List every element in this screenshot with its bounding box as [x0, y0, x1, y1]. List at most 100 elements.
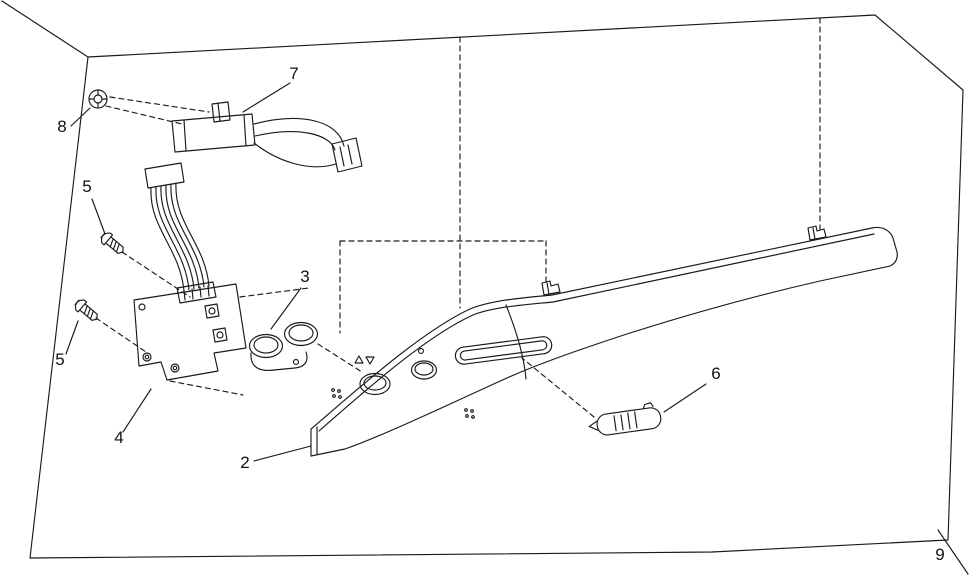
part-label-2: 2 [240, 453, 249, 472]
ribbon-wire-5 [170, 183, 205, 288]
pcb-component-1 [204, 303, 220, 319]
panel-outline [310, 226, 898, 457]
button-pair-part-3 [248, 321, 319, 371]
ribbon-wire-6 [175, 182, 210, 287]
leader-3 [270, 287, 302, 330]
cable-strand-2 [254, 131, 336, 151]
leader-7 [242, 82, 291, 113]
panel-tab-right-line [812, 227, 816, 240]
dashed-line-slider-to-slot [521, 357, 595, 418]
pcb-component-2-hole [216, 331, 224, 339]
screw5b-head [74, 299, 88, 313]
slider-button-part-6 [588, 402, 662, 436]
cable-end-hatch-1 [339, 146, 345, 167]
cable-end-connector [331, 137, 363, 173]
screw5a-threads [109, 238, 120, 253]
screw5a-head [100, 232, 114, 246]
ribbon-top-connector [144, 162, 185, 189]
cable-clip [211, 101, 231, 123]
panel-dot-cluster-1 [331, 388, 342, 399]
panel-slot-inner [459, 340, 548, 361]
connector-block [171, 113, 256, 153]
dashed-line-screw8-lower [105, 105, 183, 125]
part-label-3: 3 [300, 267, 309, 286]
up-arrow-icon [354, 355, 364, 364]
pcb-component-2 [212, 327, 228, 343]
leader-4 [122, 388, 152, 433]
slider-body [596, 407, 662, 436]
button3-right-outer [283, 321, 319, 347]
screw8-head-inner [93, 94, 103, 104]
panel-button-2-outer [410, 360, 438, 380]
ribbon-wire-4 [165, 184, 200, 289]
power-dot-icon [417, 347, 425, 355]
screw-part-5a [100, 232, 124, 254]
part-label-6: 6 [711, 364, 720, 383]
cable-clip-line [217, 102, 221, 122]
screw5b-tip [91, 313, 98, 321]
panel-button-1-outer [359, 372, 391, 396]
dashed-line-screw8-upper [109, 96, 210, 113]
ribbon-wire-1 [150, 187, 185, 292]
dashed-line-screw5a [121, 251, 191, 298]
cable-strand-1 [253, 118, 345, 147]
label-leader-lines [65, 82, 707, 462]
pcb-mount-hole-a [142, 352, 152, 362]
dashed-line-board-lower [169, 380, 244, 396]
connector-block-line-left [183, 119, 187, 152]
button3-left-inner [253, 336, 279, 354]
pcb-part-4 [133, 281, 247, 381]
connector-block-line-right [243, 114, 247, 147]
slider-top-notch [642, 402, 654, 410]
part-label-8: 8 [57, 117, 66, 136]
leader-5a [91, 198, 106, 235]
screw5b-slot [74, 299, 80, 306]
leader-5b [65, 320, 79, 355]
button3-right-inner [288, 324, 314, 342]
panel-tab-right [807, 225, 827, 241]
screw-part-5b [74, 299, 98, 321]
screw8-cross-slots [88, 89, 108, 109]
part-label-5b: 5 [55, 350, 64, 369]
button3-bracket [250, 351, 308, 371]
screw5a-tip [117, 246, 124, 254]
ribbon-cable [144, 162, 210, 292]
button3-left-outer [248, 333, 284, 359]
panel-slot-outer [454, 336, 553, 365]
panel-crease [505, 304, 527, 380]
pcb-connector-ticks [183, 285, 210, 301]
pcb-mount-hole-b [170, 363, 180, 373]
pcb-mount-hole-b-inner [172, 365, 178, 371]
pcb-component-1-hole [208, 307, 216, 315]
part-label-9: 9 [935, 545, 944, 564]
cable-end-hatch-2 [347, 144, 353, 165]
screw5b-threads [83, 305, 94, 320]
enclosure-corner-extension-bottomright [937, 529, 969, 575]
cable-strand-3 [253, 142, 337, 168]
leader-6 [663, 383, 707, 413]
panel-fold-line [318, 233, 875, 432]
panel-tab-left-line [546, 282, 550, 295]
enclosure-body [29, 14, 964, 559]
leader-2 [253, 445, 312, 462]
panel-button-2-inner [414, 362, 434, 376]
ribbon-wire-2 [155, 186, 190, 291]
screw-part-8 [88, 89, 108, 109]
leader-8 [70, 107, 91, 127]
pcb-connector [176, 281, 217, 304]
down-arrow-icon [365, 356, 375, 365]
screw5a-slot [100, 232, 106, 239]
part-label-7: 7 [289, 64, 298, 83]
button3-pin [292, 358, 300, 366]
enclosure-corner-extension-topleft [1, 0, 89, 58]
panel-button-1-inner [363, 375, 387, 391]
dashed-line-buttons-to-panel [317, 343, 363, 373]
slider-tip [588, 420, 599, 431]
ribbon-wire-3 [160, 185, 195, 290]
dashed-line-board-upper [239, 287, 310, 298]
cable-assembly-part-7 [171, 101, 363, 173]
dashed-alignment-lines [95, 17, 821, 418]
panel-dot-cluster-2 [464, 408, 475, 419]
